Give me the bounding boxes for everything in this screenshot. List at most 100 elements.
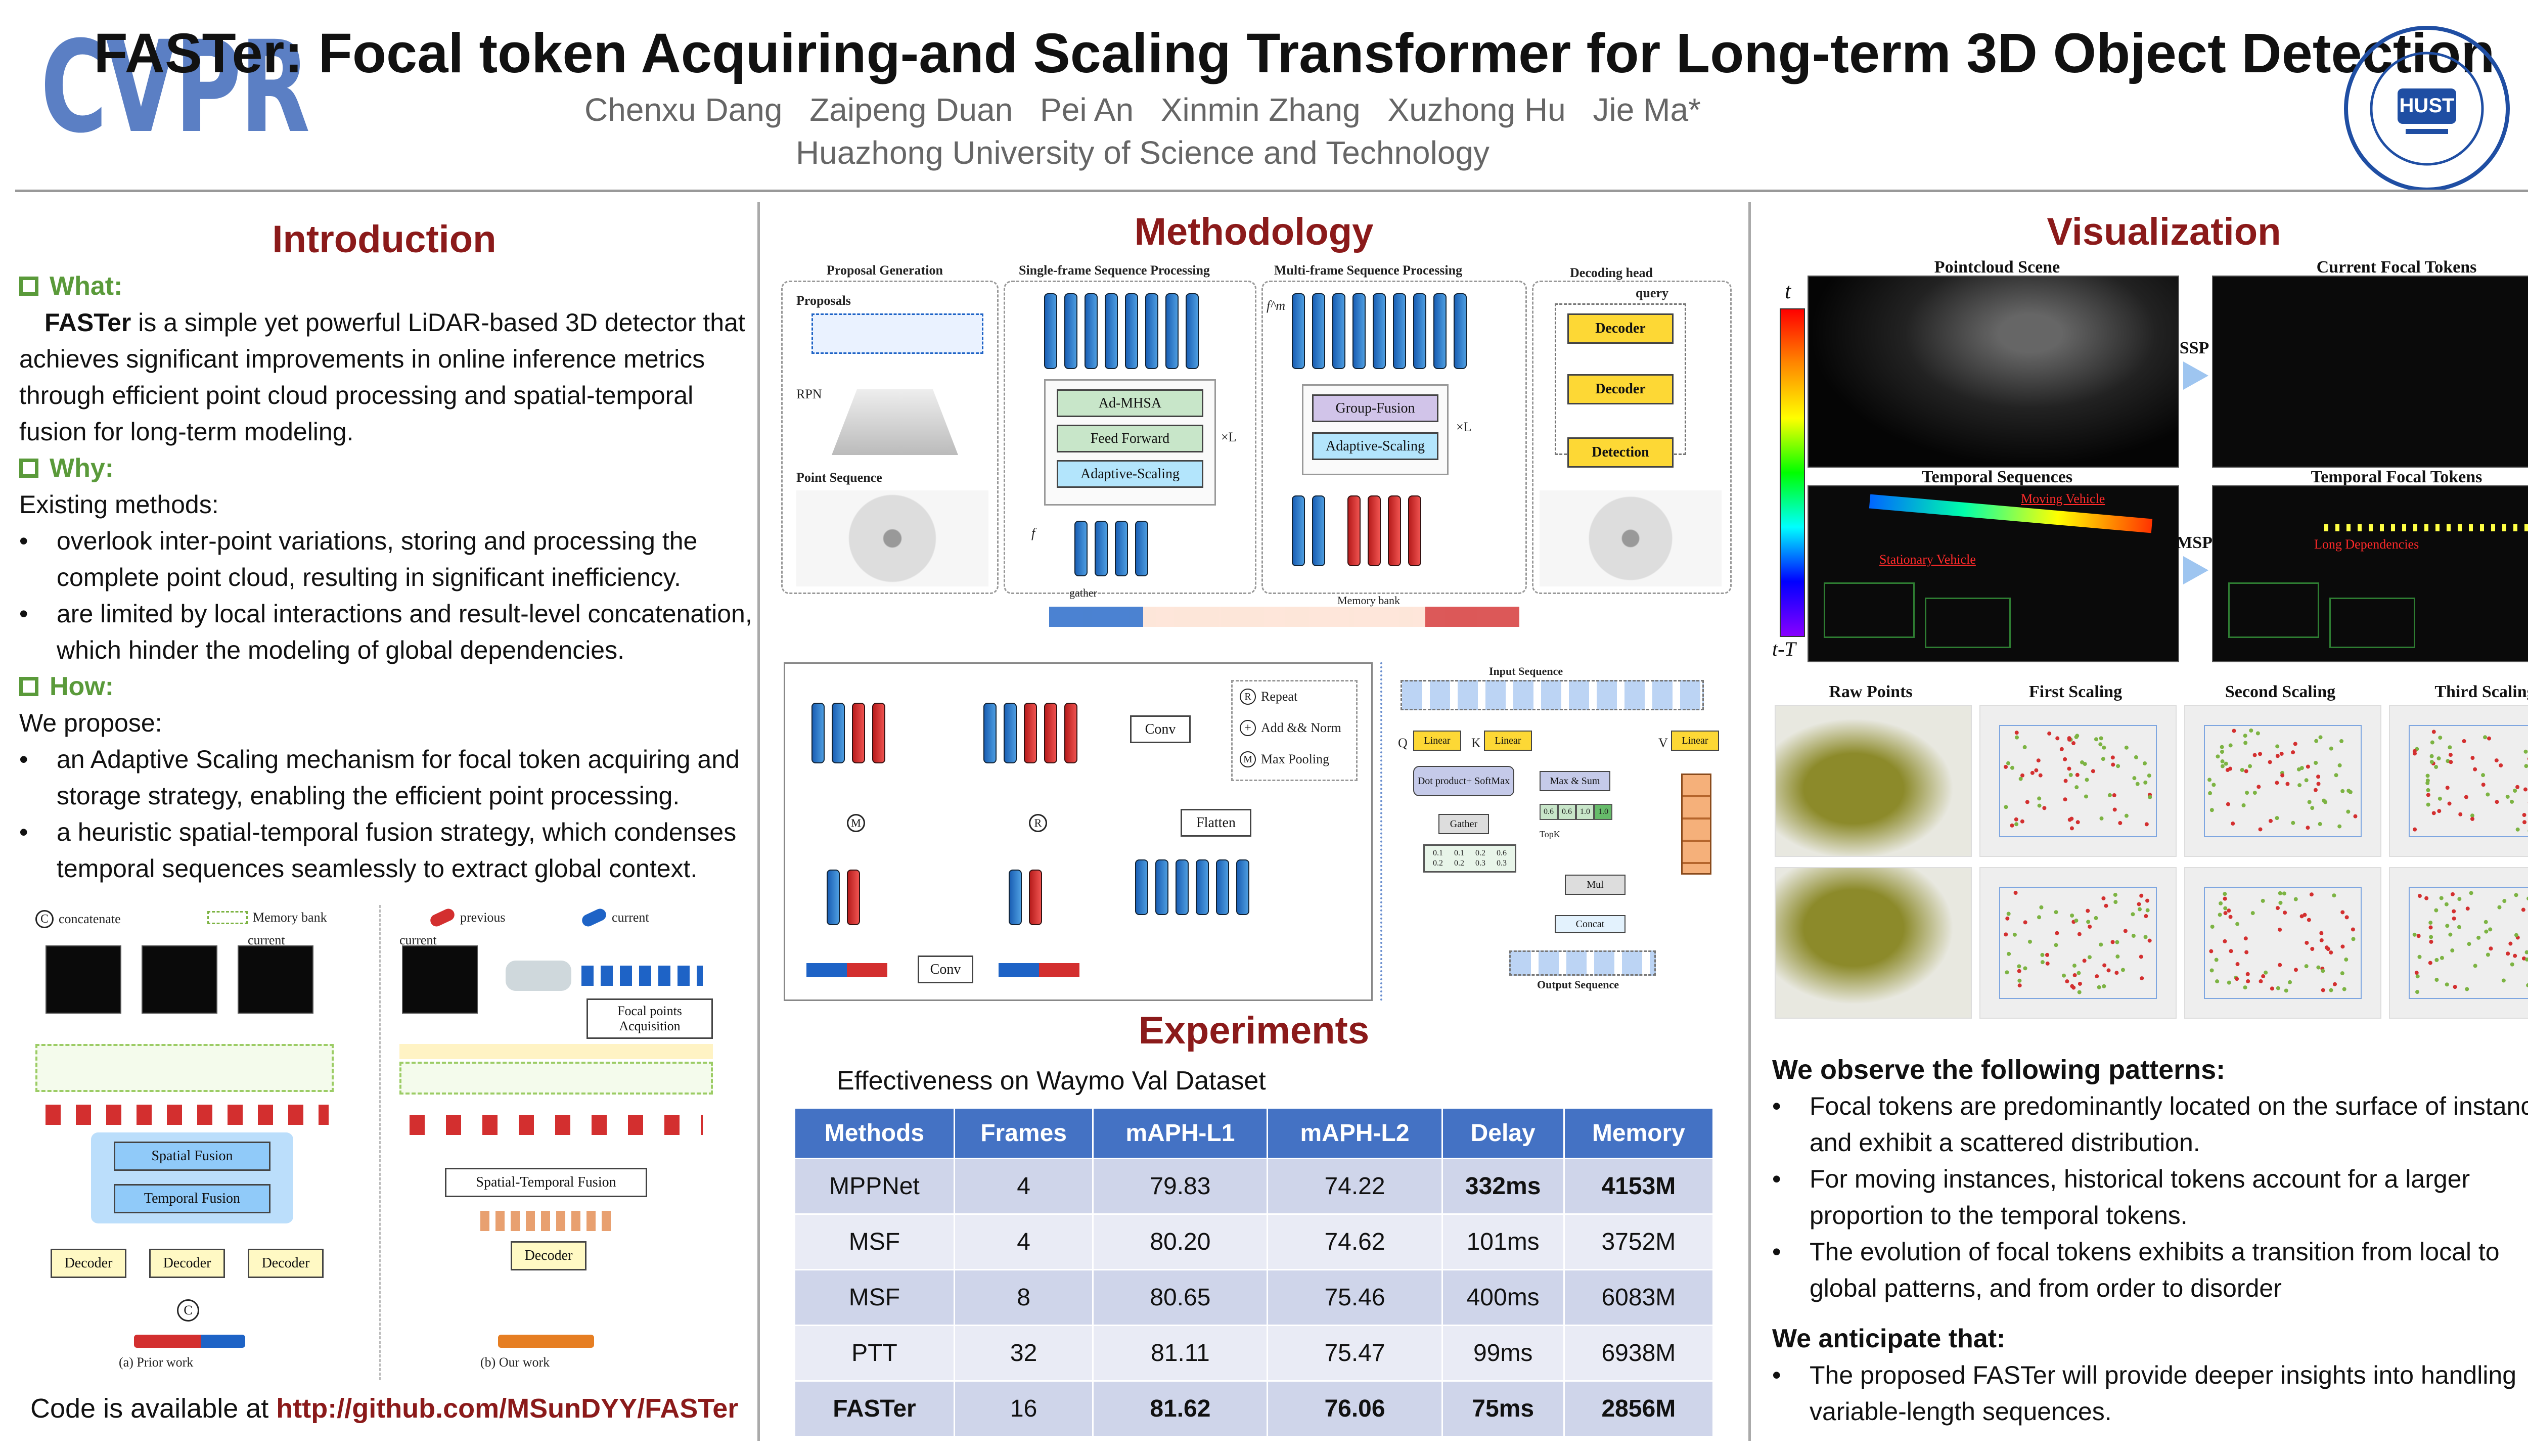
output-sequence	[1509, 950, 1656, 976]
poster-title: FASTer: Focal token Acquiring-and Scalin…	[94, 22, 2495, 84]
current-focal-image	[2212, 276, 2528, 468]
point-marker	[2523, 787, 2527, 792]
point-marker	[2484, 929, 2489, 934]
stage-label: Decoding head	[1570, 265, 1653, 280]
point-marker	[2508, 941, 2513, 946]
token-row	[581, 966, 703, 986]
column-header: Methods	[794, 1107, 955, 1159]
point-marker	[2132, 776, 2137, 781]
intro-body: What: FASTer is a simple yet powerful Li…	[19, 268, 757, 887]
repeat-icon: R	[1029, 814, 1047, 832]
point-marker	[2144, 822, 2149, 827]
point-marker	[2243, 985, 2247, 990]
point-marker	[2425, 778, 2430, 783]
point-marker	[2275, 744, 2280, 749]
output-bar	[999, 963, 1079, 977]
checkbox-icon	[19, 277, 38, 296]
point-marker	[2094, 737, 2098, 742]
point-marker	[2309, 892, 2314, 897]
experiments-subtitle: Effectiveness on Waymo Val Dataset	[837, 1066, 1266, 1096]
point-marker	[2084, 794, 2088, 799]
point-marker	[2275, 754, 2280, 758]
scaling-label: Second Scaling	[2225, 682, 2336, 701]
point-marker	[2494, 758, 2499, 763]
point-marker	[2099, 942, 2103, 947]
point-marker	[2446, 759, 2450, 763]
point-marker	[2074, 785, 2079, 790]
point-marker	[2329, 950, 2333, 955]
point-marker	[2223, 911, 2228, 916]
point-marker	[2339, 739, 2344, 743]
point-marker	[2303, 913, 2307, 917]
conv-block: Conv	[918, 956, 973, 983]
spacer	[1808, 607, 2179, 662]
list-item: The evolution of focal tokens exhibits a…	[1772, 1234, 2528, 1306]
value-stack	[1681, 774, 1711, 875]
column-header: mAPH-L2	[1267, 1107, 1443, 1159]
point-marker	[2310, 946, 2315, 951]
memory-bank-box	[399, 1062, 713, 1095]
stage-label: Single-frame Sequence Processing	[1019, 263, 1210, 278]
point-marker	[2255, 731, 2260, 736]
dot-product-block: Dot product+ SoftMax	[1413, 766, 1514, 796]
point-marker	[2077, 932, 2082, 936]
section-title-methodology: Methodology	[1134, 210, 1374, 253]
point-marker	[2449, 760, 2453, 764]
scaling-image	[2184, 705, 2381, 857]
point-marker	[2280, 773, 2285, 778]
panel-label: Current Focal Tokens	[2316, 258, 2477, 277]
point-marker	[2097, 985, 2101, 989]
point-marker	[2220, 750, 2224, 754]
point-marker	[2015, 735, 2019, 740]
point-marker	[2010, 765, 2015, 770]
point-marker	[2038, 773, 2043, 778]
point-marker	[2145, 908, 2150, 913]
point-marker	[2124, 745, 2129, 750]
point-marker	[2067, 736, 2071, 741]
point-marker	[2416, 934, 2421, 938]
point-marker	[2037, 915, 2042, 920]
anticipate-list: The proposed FASTer will provide deeper …	[1772, 1357, 2528, 1430]
point-marker	[2288, 980, 2292, 984]
point-marker	[2412, 932, 2417, 937]
author: Jie Ma*	[1593, 92, 1701, 128]
point-marker	[2481, 773, 2486, 778]
point-marker	[2425, 774, 2430, 778]
panel-label: Temporal Sequences	[1921, 468, 2073, 486]
decoder-block: Decoder	[511, 1241, 586, 1270]
point-marker	[2110, 940, 2115, 944]
decoder-block: Decoder	[149, 1249, 225, 1278]
scaling-image	[2389, 867, 2528, 1019]
point-marker	[2004, 764, 2008, 769]
point-marker	[2224, 761, 2228, 766]
adaptive-scaling-block: Adaptive-Scaling	[1312, 432, 1438, 460]
bbox	[2409, 725, 2528, 837]
point-marker	[2017, 964, 2021, 969]
github-link[interactable]: http://github.com/MSunDYY/FASTer	[276, 1393, 739, 1424]
point-marker	[2445, 786, 2450, 790]
point-marker	[2259, 979, 2263, 984]
focal-points-block: Focal points Acquisition	[586, 998, 713, 1039]
column-divider	[757, 202, 760, 1441]
point-marker	[2353, 814, 2358, 818]
point-marker	[2415, 990, 2420, 994]
point-marker	[2069, 826, 2074, 831]
highlight-band	[399, 1044, 713, 1059]
column-divider	[1748, 202, 1751, 1441]
point-marker	[2284, 988, 2288, 993]
point-marker	[2515, 827, 2520, 832]
checkbox-icon	[19, 459, 38, 478]
point-marker	[2457, 925, 2461, 929]
point-marker	[2211, 783, 2216, 787]
point-marker	[2304, 778, 2309, 783]
point-marker	[2062, 973, 2066, 978]
stage-label: Multi-frame Sequence Processing	[1274, 263, 1463, 278]
point-marker	[2322, 798, 2326, 803]
bbox	[2329, 598, 2415, 648]
point-marker	[2261, 974, 2266, 979]
mul-block: Mul	[1565, 875, 1626, 895]
memory-bank-box	[35, 1044, 334, 1092]
point-marker	[2278, 963, 2282, 967]
